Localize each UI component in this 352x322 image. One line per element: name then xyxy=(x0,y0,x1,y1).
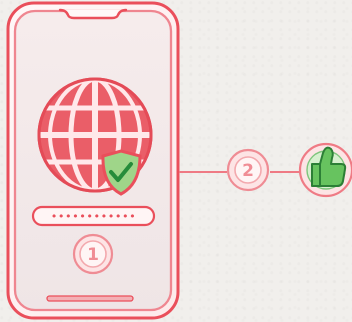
phone-notch xyxy=(60,10,126,18)
step-one-badge: 1 xyxy=(74,235,112,273)
step-two-badge: 2 xyxy=(228,150,268,190)
thumbs-up-icon xyxy=(300,144,352,196)
step-one-label: 1 xyxy=(87,245,99,265)
home-indicator xyxy=(47,296,133,301)
password-field[interactable]: •••••••••••• xyxy=(33,207,154,225)
step-two-label: 2 xyxy=(242,161,254,181)
password-dots: •••••••••••• xyxy=(51,210,136,223)
